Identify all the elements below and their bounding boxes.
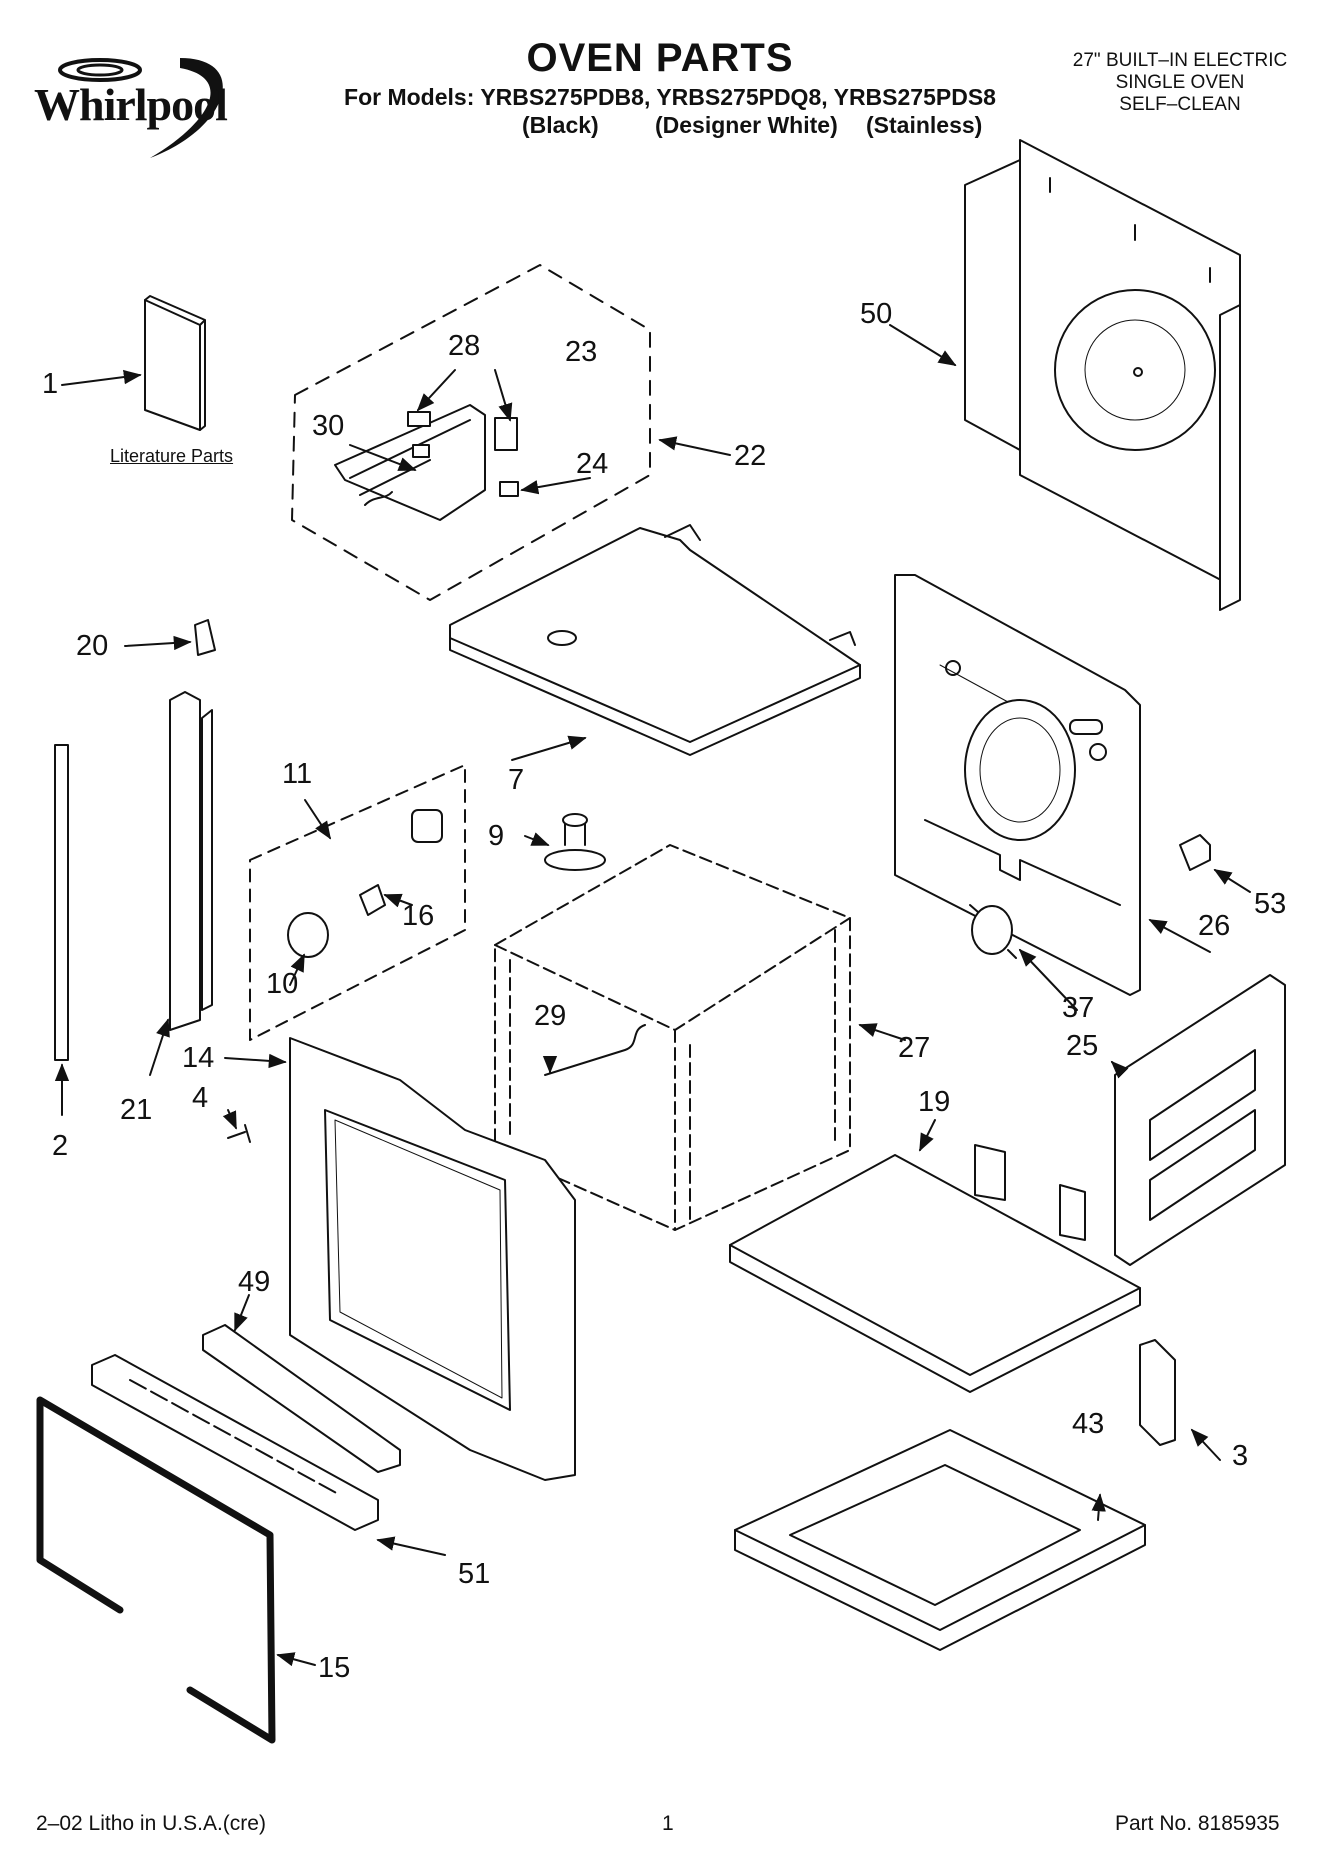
part-top-panel xyxy=(449,524,861,756)
callout-51: 51 xyxy=(458,1558,491,1590)
part-front-frame xyxy=(289,1037,576,1481)
leader-arrows xyxy=(54,324,1251,1667)
callout-3: 3 xyxy=(1232,1440,1249,1472)
callout-1: 1 xyxy=(42,368,59,400)
part-thermal-switch xyxy=(969,904,1017,959)
callout-21: 21 xyxy=(120,1094,153,1126)
models-line: For Models: YRBS275PDB8, YRBS275PDQ8, YR… xyxy=(344,84,996,110)
callout-49: 49 xyxy=(238,1266,271,1298)
callout-11: 11 xyxy=(282,758,313,790)
part-hinge-bracket xyxy=(1139,1339,1176,1446)
callout-29: 29 xyxy=(534,1000,567,1032)
footer-part-number: Part No. 8185935 xyxy=(1115,1812,1280,1835)
callout-4: 4 xyxy=(192,1082,209,1114)
callout-26: 26 xyxy=(1198,910,1231,942)
footer-litho: 2–02 Litho in U.S.A.(cre) xyxy=(36,1812,266,1835)
part-trim-strip xyxy=(54,744,69,1061)
callout-19: 19 xyxy=(918,1086,951,1118)
callout-22: 22 xyxy=(734,440,767,472)
callout-28: 28 xyxy=(448,330,481,362)
footer-page-number: 1 xyxy=(662,1812,674,1835)
callout-7: 7 xyxy=(508,764,525,796)
callout-50: 50 xyxy=(860,298,893,330)
part-bottom-tray xyxy=(734,1429,1146,1651)
callout-24: 24 xyxy=(576,448,609,480)
callout-53: 53 xyxy=(1254,888,1287,920)
callout-9: 9 xyxy=(488,820,505,852)
callout-37: 37 xyxy=(1062,992,1095,1024)
part-light-assembly xyxy=(249,764,466,1041)
whirlpool-logo xyxy=(20,48,280,168)
finish-black: (Black) xyxy=(522,112,599,138)
callout-14: 14 xyxy=(182,1042,215,1074)
page-title: OVEN PARTS xyxy=(526,36,794,80)
part-vent-trim xyxy=(202,1324,401,1473)
part-vent-grille xyxy=(91,1354,379,1531)
brand-wordmark: Whirlpool xyxy=(34,79,228,130)
callout-25: 25 xyxy=(1066,1030,1099,1062)
callout-2: 2 xyxy=(52,1130,69,1162)
part-side-trim xyxy=(169,691,213,1031)
product-line-3: SELF–CLEAN xyxy=(1119,94,1241,115)
part-side-panel xyxy=(1114,974,1286,1266)
logo-swirl xyxy=(58,58,223,158)
finish-designer-white: (Designer White) xyxy=(655,112,838,138)
part-bottom-panel xyxy=(729,1144,1141,1393)
product-line-1: 27" BUILT–IN ELECTRIC xyxy=(1072,50,1288,71)
part-oven-back-frame xyxy=(894,574,1141,996)
callout-27: 27 xyxy=(898,1032,931,1064)
callout-20: 20 xyxy=(76,630,109,662)
callout-15: 15 xyxy=(318,1652,351,1684)
finish-stainless: (Stainless) xyxy=(866,112,983,138)
callout-30: 30 xyxy=(312,410,345,442)
part-screw xyxy=(227,1124,251,1143)
callout-23: 23 xyxy=(565,336,598,368)
part-temp-sensor xyxy=(544,1024,646,1076)
part-door-gasket xyxy=(36,1396,276,1744)
callout-10: 10 xyxy=(266,968,299,1000)
part-clip-20 xyxy=(194,619,216,656)
callout-43: 43 xyxy=(1072,1408,1105,1440)
part-literature xyxy=(144,295,206,431)
part-bracket-53 xyxy=(1179,834,1211,871)
product-line-2: SINGLE OVEN xyxy=(1115,72,1245,93)
part-rear-panel xyxy=(964,139,1241,611)
part-element-terminal xyxy=(544,813,606,871)
callout-16: 16 xyxy=(402,900,435,932)
literature-parts-label: Literature Parts xyxy=(110,446,234,466)
